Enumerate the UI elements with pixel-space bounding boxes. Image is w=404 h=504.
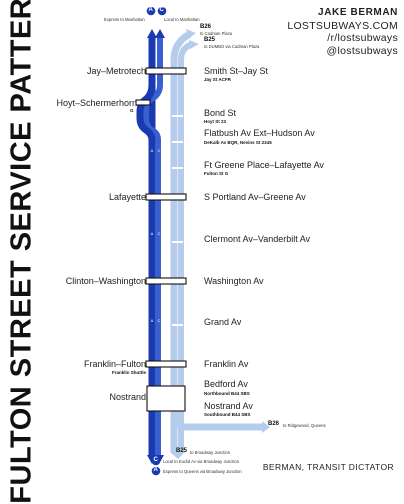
station-marker-jay[interactable] xyxy=(145,67,187,75)
route-bullets-top xyxy=(146,6,167,16)
bus-b26-top-label: B26 xyxy=(200,24,212,30)
station-lafayette[interactable]: Lafayette xyxy=(108,192,146,202)
bus-b25-bottom-label: B25 xyxy=(176,448,188,454)
station-marker-lafayette[interactable] xyxy=(145,193,187,201)
station-hoyt-schermerhorn[interactable]: Hoyt–Schermerhorn xyxy=(56,98,137,108)
bedford-transfer: Northbound B44 SBS xyxy=(204,391,250,396)
local-to-euclid-note: Local to Euclid Av via Broadway Junction xyxy=(163,459,240,464)
bus-b25-top-note: to DUMBO via Cadman Plaza xyxy=(204,44,260,49)
author-name: JAKE BERMAN xyxy=(318,7,398,18)
website-link[interactable]: LOSTSUBWAYS.COM xyxy=(287,19,398,32)
bus-spur-b26-ridgewood xyxy=(174,408,262,431)
stop-smith-jay[interactable]: Smith St–Jay St xyxy=(204,66,269,76)
station-jay-metrotech[interactable]: Jay–Metrotech xyxy=(86,66,146,76)
bond-transfer: Hoyt St 23 xyxy=(204,119,227,124)
ft-greene-transfer: Fulton St G xyxy=(204,171,229,176)
station-nostrand[interactable]: Nostrand xyxy=(109,392,146,402)
arrow-b26-east xyxy=(262,421,270,433)
express-to-manhattan-note: Express to Manhattan xyxy=(104,17,145,22)
route-bullet-a-bottom-text: A xyxy=(153,467,158,473)
route-bullets-bottom xyxy=(151,456,161,476)
station-markers xyxy=(135,67,187,412)
local-to-manhattan-note: Local to Manhattan xyxy=(164,17,200,22)
stop-grand-av[interactable]: Grand Av xyxy=(204,317,242,327)
arrow-b25-north xyxy=(189,40,199,49)
franklin-transfer-shuttle: Franklin Shuttle xyxy=(111,370,146,375)
stop-bond-st[interactable]: Bond St xyxy=(204,108,237,118)
footer-credit: BERMAN, TRANSIT DICTATOR xyxy=(262,462,394,472)
station-marker-clinton[interactable] xyxy=(145,277,187,285)
bullet-c-top xyxy=(157,6,167,16)
line-a-hoyt-bypass xyxy=(136,84,156,141)
line-c-local xyxy=(143,38,163,455)
bus-b26-top-note: to Cadman Plaza xyxy=(200,31,233,36)
route-map: A C A C A C xyxy=(135,6,270,476)
trunk-label-a: A xyxy=(151,148,154,153)
bus-b25-top-label: B25 xyxy=(204,37,216,43)
arrow-c-north xyxy=(155,29,165,38)
stop-nostrand-av[interactable]: Nostrand Av xyxy=(204,401,253,411)
reddit-link[interactable]: /r/lostsubways xyxy=(327,32,398,44)
stop-franklin-av[interactable]: Franklin Av xyxy=(204,359,249,369)
station-marker-franklin[interactable] xyxy=(145,360,187,368)
stop-clermont-vanderbilt[interactable]: Clermont Av–Vanderbilt Av xyxy=(204,234,311,244)
trunk-label-c: C xyxy=(158,231,161,236)
stop-washington-av[interactable]: Washington Av xyxy=(204,276,264,286)
credits: JAKE BERMAN LOSTSUBWAYS.COM /r/lostsubwa… xyxy=(287,7,398,57)
stop-tick xyxy=(172,115,183,117)
station-marker-hoyt[interactable] xyxy=(135,99,151,106)
stop-s-portland-greene[interactable]: S Portland Av–Greene Av xyxy=(204,192,306,202)
bus-b26-bottom-label: B26 xyxy=(268,421,280,427)
trunk-route-letters: A C A C A C xyxy=(151,148,161,323)
bullet-a-bottom xyxy=(151,466,161,476)
stop-tick xyxy=(172,324,183,326)
station-marker-nostrand[interactable] xyxy=(146,385,186,412)
bus-b25-bottom-note: to Broadway Junction xyxy=(190,450,231,455)
hoyt-transfer-g: G xyxy=(130,108,134,113)
trunk-label-c: C xyxy=(158,148,161,153)
twitter-handle[interactable]: @lostsubways xyxy=(326,44,398,57)
stop-flatbush-hudson[interactable]: Flatbush Av Ext–Hudson Av xyxy=(204,128,315,138)
station-franklin-fulton[interactable]: Franklin–Fulton xyxy=(83,359,146,369)
bullet-c-bottom xyxy=(151,456,161,466)
stop-bedford-av[interactable]: Bedford Av xyxy=(204,379,248,389)
smith-transfer: Jay St ACFR xyxy=(204,77,231,82)
trunk-label-c: C xyxy=(158,318,161,323)
bus-arrows xyxy=(170,29,270,459)
stop-tick xyxy=(172,141,183,143)
bus-stop-ticks xyxy=(172,115,183,326)
trunk-label-a: A xyxy=(151,318,154,323)
stop-tick xyxy=(172,167,183,169)
route-bullet-c-top-text: C xyxy=(159,7,164,13)
arrow-bus-south xyxy=(170,452,185,459)
express-to-queens-note: Express to Queens via Broadway Junction xyxy=(163,469,242,474)
route-bullet-a-top-text: A xyxy=(148,7,153,13)
bus-b26-bottom-note: to Ridgewood, Queens xyxy=(283,423,326,428)
service-pattern-diagram: FULTON STREET SERVICE PATTERN JAKE BERMA… xyxy=(6,0,398,504)
bus-line-b26 xyxy=(170,30,192,452)
trunk-label-a: A xyxy=(151,231,154,236)
arrow-a-north xyxy=(147,29,157,38)
flatbush-transfer: DeKalb Av BQR, Nevins St 2345 xyxy=(204,140,272,145)
bullet-a-top xyxy=(146,6,156,16)
stop-ft-greene-lafayette[interactable]: Ft Greene Place–Lafayette Av xyxy=(204,160,324,170)
route-bullet-c-bottom-text: C xyxy=(153,457,158,463)
stop-tick xyxy=(172,241,183,243)
nostrand-transfer: Southbound B44 SBS xyxy=(204,412,251,417)
station-clinton-washington[interactable]: Clinton–Washington xyxy=(65,276,146,286)
arrow-b26-north xyxy=(186,29,196,39)
